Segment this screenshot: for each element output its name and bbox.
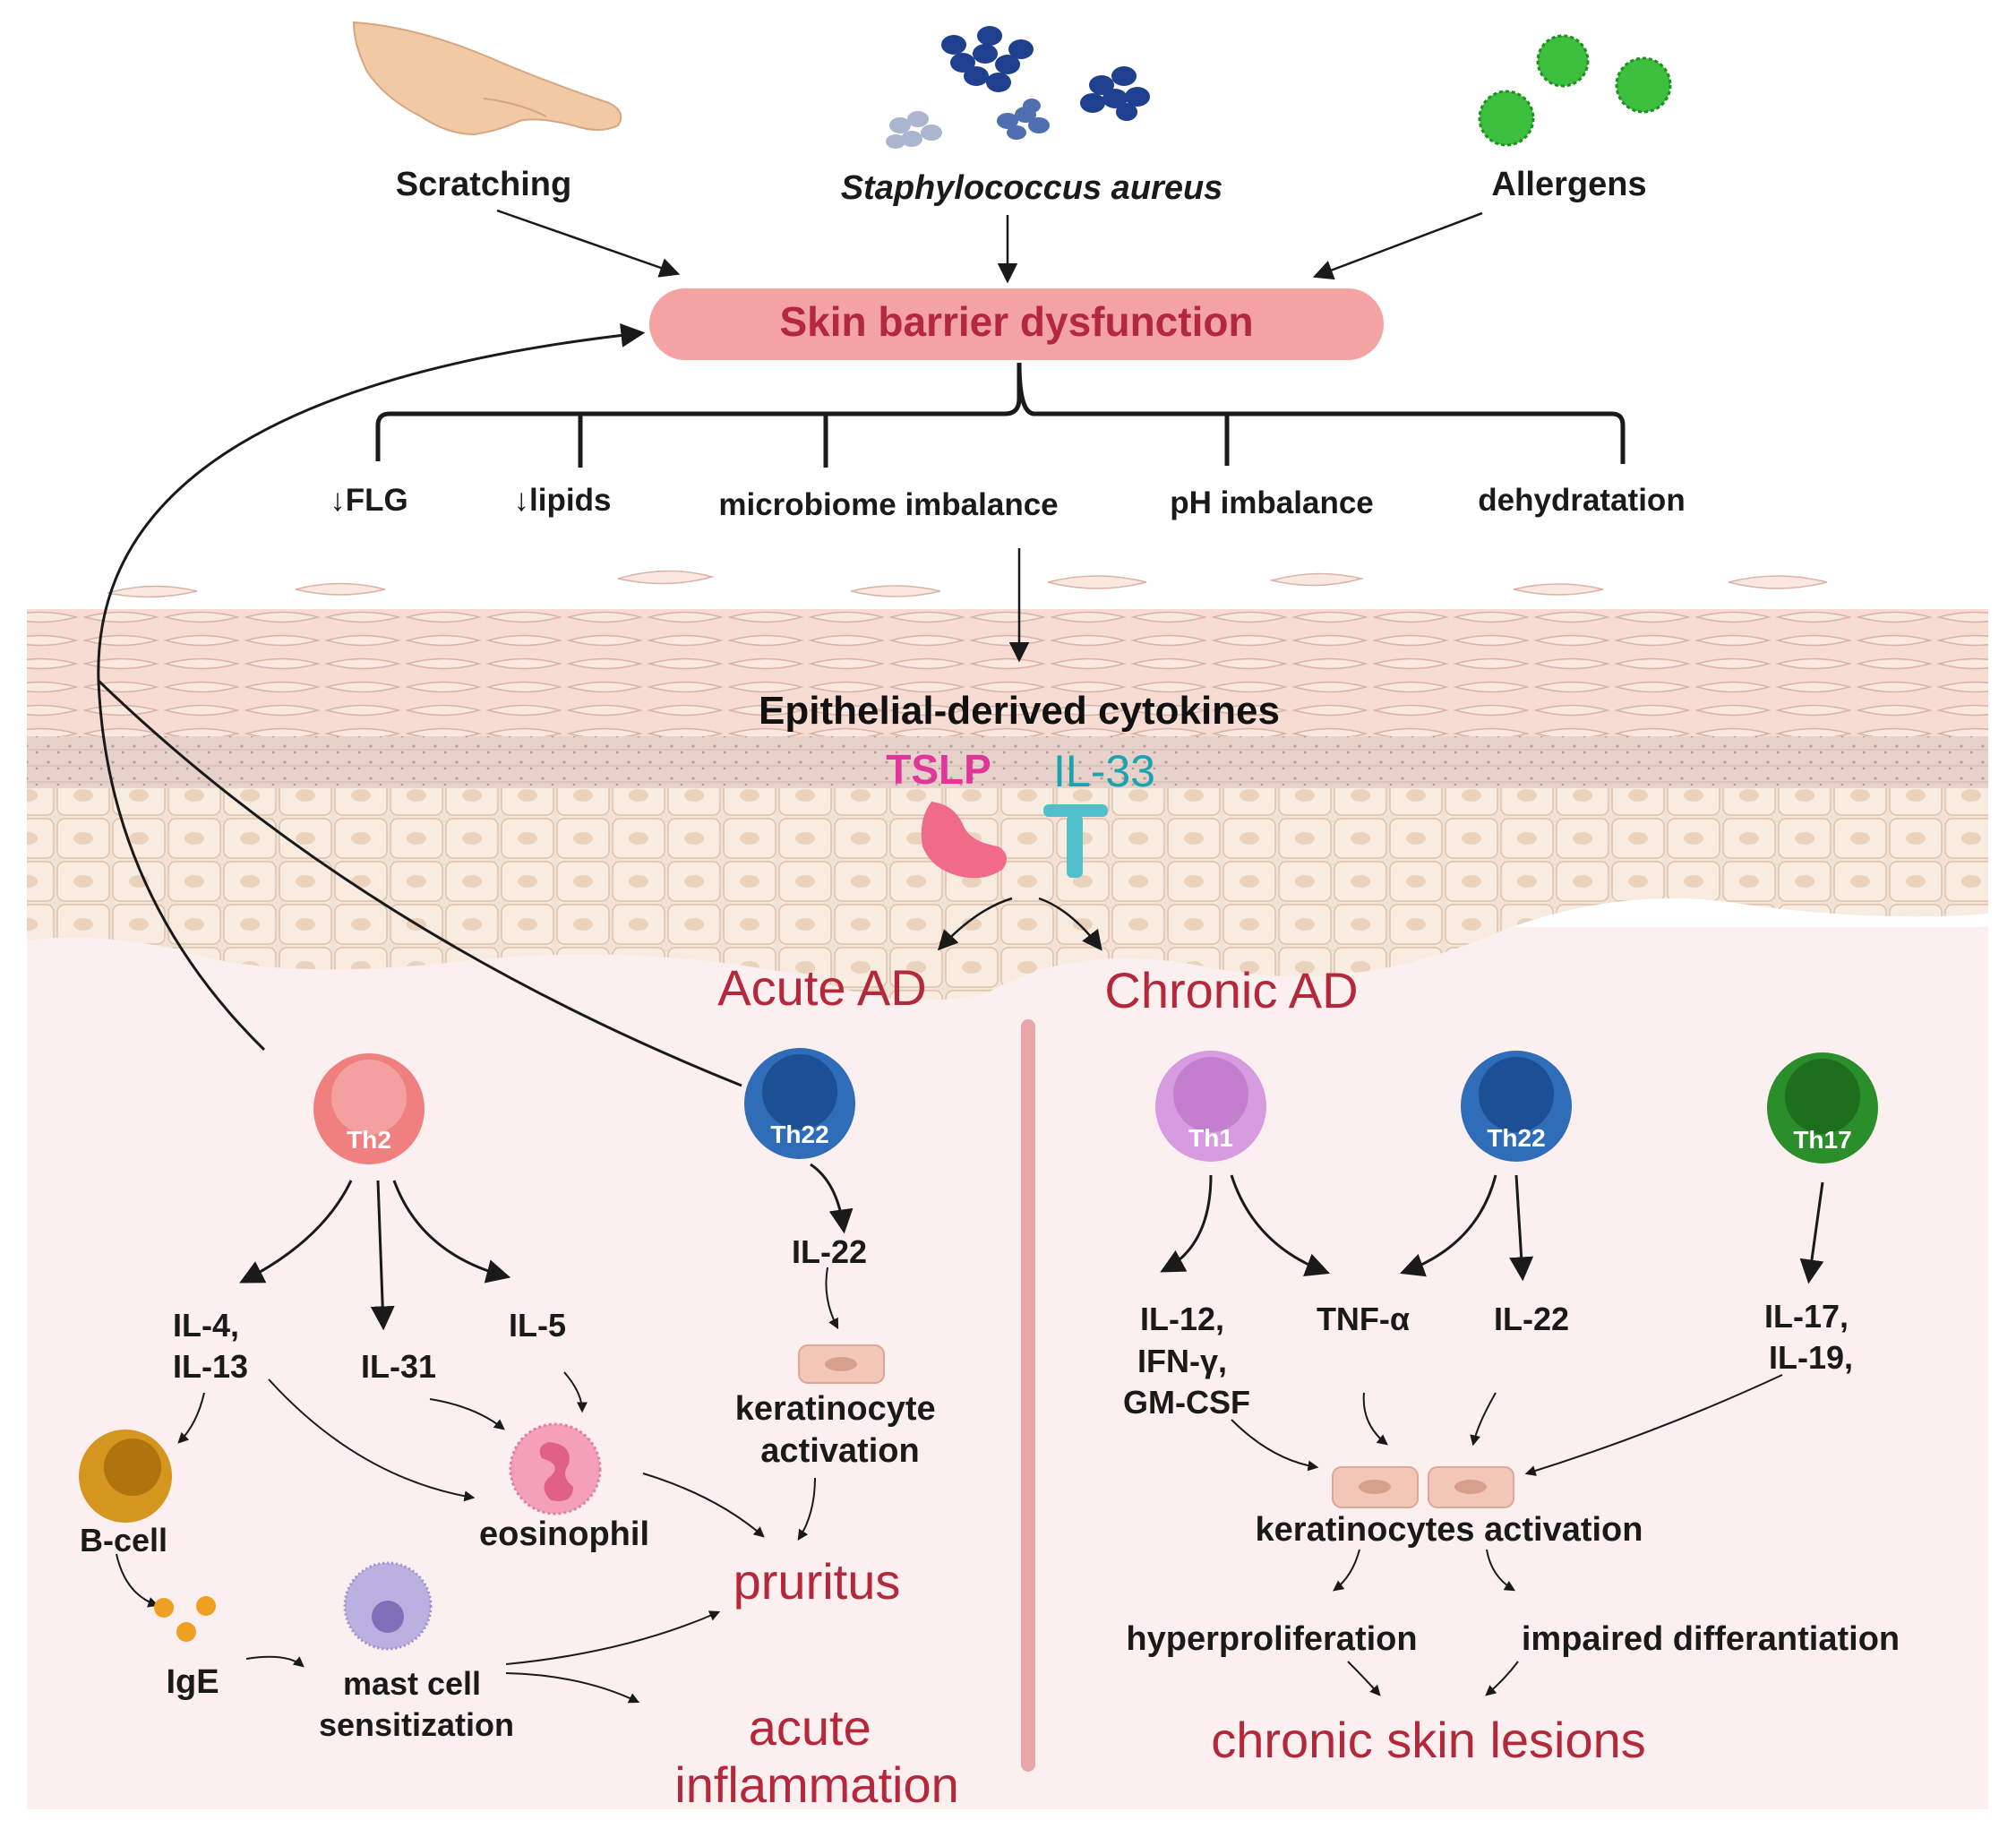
mast-cell-label: mast cell sensitization — [319, 1665, 514, 1743]
epithelium-to-ad-arrows — [937, 897, 1102, 951]
scratching-label: Scratching — [396, 166, 571, 203]
th22-acute-label: Th22 — [770, 1121, 828, 1148]
hand-icon — [352, 21, 622, 136]
mast-cell-icon — [343, 1561, 433, 1651]
impaired-differentiation-label: impaired differantiation — [1522, 1620, 1900, 1658]
bcell-label: B-cell — [80, 1522, 167, 1559]
th1-cell: Th1 — [1155, 1051, 1266, 1162]
th17-cell: Th17 — [1767, 1052, 1878, 1164]
microbiome-label: microbiome imbalance — [718, 487, 1058, 522]
keratinocytes-chronic-icon — [1332, 1466, 1514, 1508]
chronic-arrows — [1160, 1174, 1824, 1696]
granular-layer — [27, 736, 1988, 788]
il33-receptor-icon — [1043, 804, 1108, 878]
staph-label: Staphylococcus aureus — [841, 169, 1223, 207]
il22-chronic-label: IL-22 — [1494, 1301, 1569, 1337]
trigger-arrows — [496, 209, 1483, 284]
barrier-dysfunction-box — [649, 288, 1384, 360]
tnf-alpha-label: TNF-α — [1317, 1301, 1410, 1337]
il5-label: IL-5 — [509, 1307, 566, 1344]
th17-label: Th17 — [1793, 1126, 1851, 1154]
eosinophil-label: eosinophil — [479, 1516, 649, 1553]
il4-il13-label: IL-4, IL-13 — [173, 1307, 248, 1385]
bacteria-icon — [886, 26, 1150, 149]
allergens-label: Allergens — [1491, 166, 1646, 203]
ige-icon — [154, 1596, 216, 1642]
acute-inflammation-label: acute inflammation — [674, 1699, 958, 1813]
dehydration-label: dehydratation — [1478, 483, 1685, 518]
il12-label: IL-12, IFN-γ, GM-CSF — [1123, 1301, 1250, 1421]
tslp-receptor-icon — [921, 802, 1007, 879]
th22-chronic-cell: Th22 — [1461, 1051, 1572, 1162]
barrier-dysfunction-title: Skin barrier dysfunction — [779, 298, 1253, 345]
barrier-brace — [375, 362, 1626, 468]
pruritus-label: pruritus — [733, 1553, 901, 1610]
dermis — [27, 927, 1988, 1809]
eosinophil-icon — [509, 1422, 602, 1516]
il22-acute-label: IL-22 — [792, 1233, 867, 1270]
keratinocyte-acute-icon — [798, 1344, 885, 1384]
il33-label: IL-33 — [1053, 746, 1155, 796]
th22-acute-cell: Th22 — [744, 1048, 855, 1159]
ige-label: IgE — [166, 1663, 219, 1701]
il17-il19-label: IL-17, IL-19, — [1764, 1298, 1857, 1376]
chronic-ad-title: Chronic AD — [1104, 962, 1358, 1018]
keratinocytes-activation-label: keratinocytes activation — [1256, 1511, 1643, 1549]
shed-corneocytes — [107, 570, 1828, 598]
il31-acute-label: IL-31 — [361, 1348, 436, 1385]
th22-chronic-label: Th22 — [1487, 1124, 1545, 1152]
acute-arrows — [116, 1163, 854, 1704]
skin-section — [27, 570, 1988, 1809]
th2-cell: Th2 — [313, 1053, 425, 1164]
hyperproliferation-label: hyperproliferation — [1126, 1620, 1417, 1658]
feedback-arrows — [97, 322, 742, 1087]
chronic-skin-lesions-label: chronic skin lesions — [1211, 1712, 1646, 1768]
ph-label: pH imbalance — [1170, 485, 1374, 520]
stratum-corneum — [27, 609, 1988, 736]
keratinocyte-activation-acute-label: keratinocyte activation — [735, 1390, 945, 1470]
acute-chronic-divider — [1021, 1019, 1035, 1772]
spinous-layer — [27, 788, 1988, 1000]
th2-label: Th2 — [347, 1126, 391, 1154]
flg-label: ↓FLG — [330, 483, 407, 518]
allergen-pollen-icon — [1478, 34, 1672, 147]
tslp-label: TSLP — [886, 746, 991, 793]
bcell-icon — [79, 1430, 172, 1523]
lipids-label: ↓lipids — [514, 483, 612, 518]
epithelial-cytokines-title: Epithelial-derived cytokines — [759, 689, 1280, 733]
th1-label: Th1 — [1188, 1124, 1233, 1152]
acute-ad-title: Acute AD — [717, 959, 926, 1016]
